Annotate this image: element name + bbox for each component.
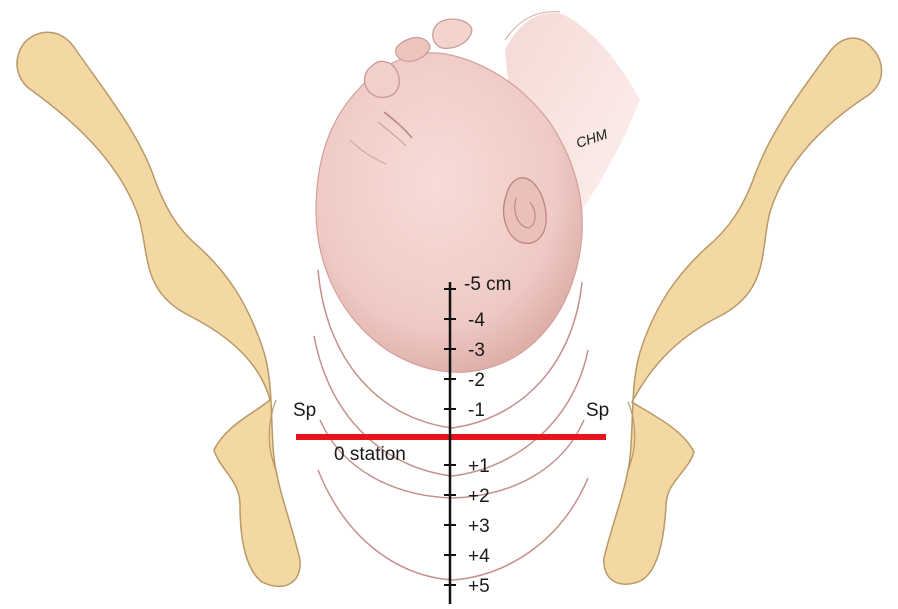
axis-tick-label: +4	[468, 546, 490, 567]
axis-tick-label: +3	[468, 516, 490, 537]
right-pelvic-bone	[604, 38, 882, 584]
right-spine-label: Sp	[586, 400, 609, 421]
axis-tick-label: +1	[468, 456, 490, 477]
chin	[433, 19, 472, 48]
axis-tick-label: +2	[468, 486, 490, 507]
axis-tick-label: -1	[468, 400, 485, 421]
zero-station-label: 0 station	[334, 444, 406, 465]
axis-tick-label: -4	[468, 310, 485, 331]
left-pelvic-bone	[17, 32, 300, 586]
axis-tick-label: -2	[468, 370, 485, 391]
axis-tick-label: -3	[468, 340, 485, 361]
axis-top-label: -5 cm	[464, 274, 512, 295]
axis-tick-label: +5	[468, 576, 490, 597]
nose	[365, 61, 400, 97]
left-spine-label: Sp	[293, 400, 316, 421]
